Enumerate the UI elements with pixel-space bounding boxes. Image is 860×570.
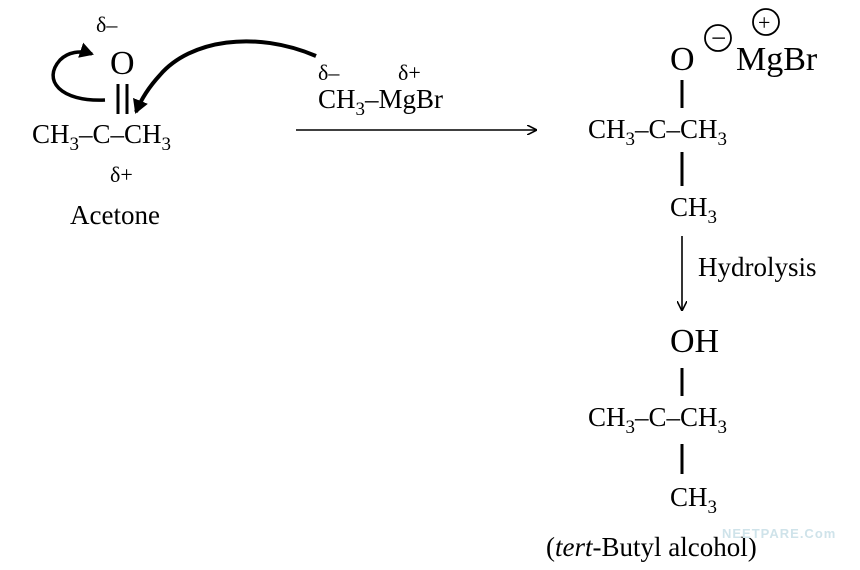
- acetone-delta-plus: δ+: [110, 162, 133, 187]
- product-hydroxyl: OH: [670, 323, 719, 360]
- grignard-reagent: δ– δ+ CH3–MgBr: [318, 60, 443, 120]
- reagent-delta-plus: δ+: [398, 60, 421, 85]
- negative-charge: −: [711, 23, 726, 53]
- watermark: NEETPARE.Com: [722, 526, 836, 541]
- hydrolysis-label: Hydrolysis: [698, 252, 817, 282]
- intermediate-oxygen: O: [670, 41, 695, 78]
- positive-charge: +: [758, 10, 770, 35]
- acetone-delta-minus: δ–: [96, 12, 118, 37]
- nucleophilic-attack-arrow: [133, 39, 317, 114]
- acetone-oxygen: O: [110, 45, 135, 82]
- electron-shift-arrow: [51, 42, 106, 102]
- intermediate-chain: CH3–C–CH3: [588, 114, 727, 150]
- alkoxide-intermediate: O − + MgBr CH3–C–CH3 CH3: [588, 8, 818, 228]
- positive-charge-circle: [752, 8, 780, 36]
- product-chain: CH3–C–CH3: [588, 402, 727, 438]
- acetone-chain: CH3–C–CH3: [32, 119, 171, 155]
- negative-charge-circle: [704, 24, 732, 52]
- reagent-delta-minus: δ–: [318, 60, 340, 85]
- product-label: (tert-Butyl alcohol): [546, 532, 757, 562]
- product-bottom-methyl: CH3: [670, 482, 717, 518]
- tert-butyl-alcohol: OH CH3–C–CH3 CH3 (tert-Butyl alcohol): [546, 323, 757, 562]
- acetone-label: Acetone: [70, 200, 160, 230]
- intermediate-bottom-methyl: CH3: [670, 192, 717, 228]
- reagent-formula: CH3–MgBr: [318, 84, 443, 120]
- intermediate-mgbr: MgBr: [736, 41, 818, 78]
- acetone-structure: δ– O CH3–C–CH3 δ+ Acetone: [32, 12, 171, 230]
